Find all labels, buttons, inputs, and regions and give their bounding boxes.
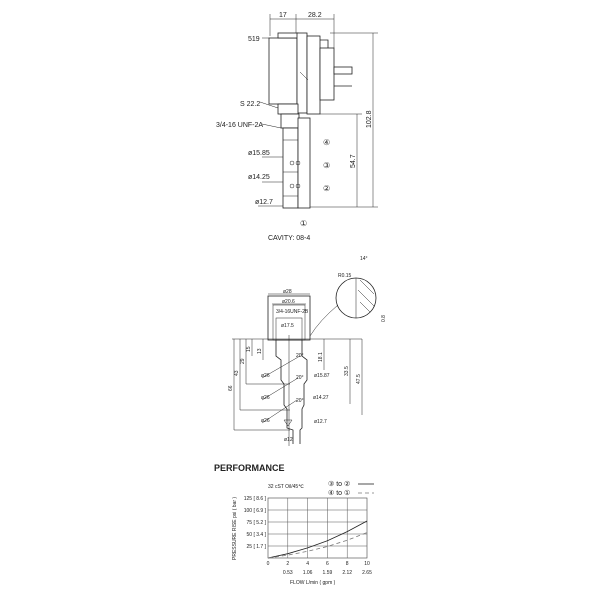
performance-title: PERFORMANCE xyxy=(214,463,285,473)
legend-label: ③ to ② xyxy=(328,480,350,488)
series-line-2 xyxy=(267,532,368,559)
thread-label: 3/4-16 UNF-2A xyxy=(216,122,263,129)
plot-frame xyxy=(267,497,368,559)
dim-15: 15 xyxy=(246,346,252,352)
dim-66: 66 xyxy=(228,385,234,391)
x-tick-secondary-label: 0.53 xyxy=(283,570,293,576)
dim-47-5: 47.5 xyxy=(356,374,362,384)
x-tick-secondary-label: 2.65 xyxy=(362,570,372,576)
detail-radius: R0.15 xyxy=(338,273,352,279)
x-tick-label: 4 xyxy=(306,561,309,567)
port-2-label: ② xyxy=(323,184,330,193)
diameter-14-27: ø14.27 xyxy=(313,395,329,401)
x-tick-label: 10 xyxy=(364,561,370,567)
angle-20-c: 20° xyxy=(296,398,304,404)
x-tick-secondary-label: 2.12 xyxy=(342,570,352,576)
cavity-d17-5: ø17.5 xyxy=(281,323,294,329)
connector xyxy=(319,47,335,101)
diameter-12: ø12 xyxy=(284,437,293,443)
diameter-26-a: ø26 xyxy=(261,373,270,379)
port-3-label: ③ xyxy=(323,161,330,170)
diameter-15-85-label: ø15.85 xyxy=(248,150,270,157)
chart-subtitle: 32 cST Oil/45℃ xyxy=(268,484,304,490)
y-tick-label: 50 [ 3.4 ] xyxy=(247,532,267,538)
cavity-drawing: ø28 ø20.6 3/4-16UNF-2B ø17.5 14° R0.15 0… xyxy=(228,256,387,446)
cavity-label: CAVITY: 08-4 xyxy=(268,235,310,242)
x-tick-secondary-label: 1.06 xyxy=(303,570,313,576)
y-tick-label: 125 [ 8.6 ] xyxy=(244,496,267,502)
angle-20-a: 20° xyxy=(296,353,304,359)
series-line-1 xyxy=(267,520,368,559)
dim-43: 43 xyxy=(234,370,240,376)
port-4-label: ④ xyxy=(323,138,330,147)
coil-label: 519 xyxy=(248,36,260,43)
dim-33-5: 33.5 xyxy=(344,366,350,376)
diameter-12-7: ø12.7 xyxy=(314,419,327,425)
diameter-14-25-label: ø14.25 xyxy=(248,174,270,181)
dim-18-1: 18.1 xyxy=(318,352,324,362)
performance-chart: 0 2 4 6 8 10 0.53 1.06 1.59 2.12 2.65 25 [ 1.7 ] 50 … xyxy=(244,496,372,576)
chart-legend: ③ to ②④ to ① xyxy=(328,480,374,497)
x-tick-label: 6 xyxy=(326,561,329,567)
diameter-12-7-label: ø12.7 xyxy=(255,199,273,206)
legend-label: ④ to ① xyxy=(328,489,350,497)
x-tick-label: 8 xyxy=(346,561,349,567)
cavity-thread: 3/4-16UNF-2B xyxy=(276,309,309,315)
hex-label: S 22.2 xyxy=(240,101,260,108)
detail-tolerance: 0.8 xyxy=(381,315,387,322)
dim-cartridge-height: 54.7 xyxy=(350,154,357,168)
angle-20-b: 20° xyxy=(296,375,304,381)
performance-section: PERFORMANCE 32 cST Oil/45℃ ③ to ②④ to ① … xyxy=(214,463,374,586)
coil-body xyxy=(268,37,298,105)
dim-29: 29 xyxy=(240,358,246,364)
y-axis-label: PRESSURE RISE psi ( bar ) xyxy=(232,497,238,560)
y-tick-label: 100 [ 6.9 ] xyxy=(244,508,267,514)
x-tick-label: 2 xyxy=(286,561,289,567)
spade-terminal xyxy=(333,66,353,75)
cavity-d28: ø28 xyxy=(283,289,292,295)
dim-width-left: 17 xyxy=(279,12,287,19)
dim-total-height: 102.8 xyxy=(366,110,373,128)
dim-width-right: 28.2 xyxy=(308,12,322,19)
diameter-26-c: ø26 xyxy=(261,418,270,424)
dim-13: 13 xyxy=(257,348,263,354)
solenoid-valve-drawing: 17 28.2 519 S 22.2 3/4-16 UNF-2A ø15.85 xyxy=(216,12,378,242)
detail-angle-14: 14° xyxy=(360,256,368,262)
x-tick-secondary-label: 1.59 xyxy=(323,570,333,576)
port-1-label: ① xyxy=(300,219,307,228)
cavity-d20-6: ø20.6 xyxy=(282,299,295,305)
diameter-26-b: ø26 xyxy=(261,395,270,401)
diameter-15-87: ø15.87 xyxy=(314,373,330,379)
y-tick-label: 25 [ 1.7 ] xyxy=(247,544,267,550)
x-tick-label: 0 xyxy=(267,561,270,567)
x-axis-label: FLOW L/min ( gpm ) xyxy=(290,580,336,586)
y-tick-label: 75 [ 5.2 ] xyxy=(247,520,267,526)
